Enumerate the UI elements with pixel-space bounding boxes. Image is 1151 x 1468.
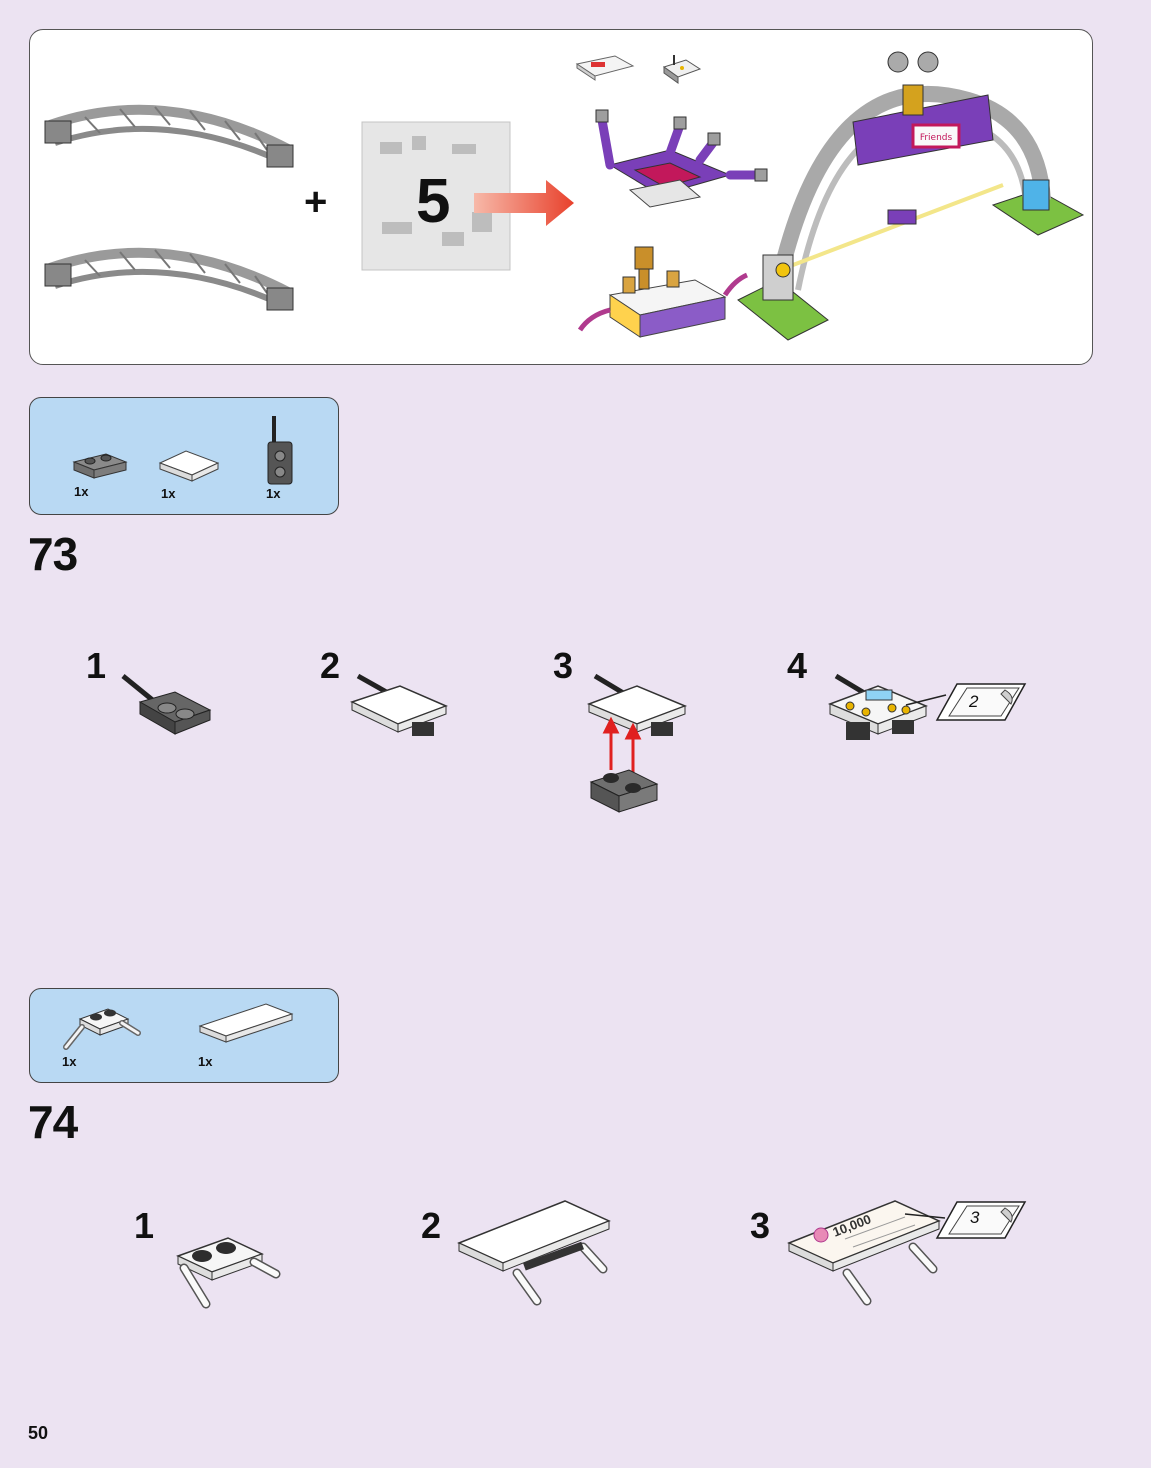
part-qty-73-3: 1x: [266, 486, 280, 501]
sticker-number-74: 3: [970, 1208, 979, 1228]
trophy-podium-model-icon: [575, 235, 750, 345]
arch-banner-text: Friends: [920, 133, 953, 143]
substep-74-3: 3: [750, 1205, 770, 1247]
step-number-73: 73: [28, 527, 77, 581]
tile-on-walkie-icon: [350, 672, 450, 744]
sticker-number-73: 2: [969, 692, 978, 712]
part-qty-74-2: 1x: [198, 1054, 212, 1069]
page-number: 50: [28, 1423, 48, 1444]
walkie-preview-icon: [660, 55, 704, 85]
walkie-on-plate-icon: [115, 672, 215, 742]
part-qty-73-1: 1x: [74, 484, 88, 499]
substep-74-2: 2: [421, 1205, 441, 1247]
plate-with-bars-icon: [62, 1003, 142, 1055]
substep-73-4: 4: [787, 645, 807, 687]
gray-plate-1x2-icon: [72, 450, 128, 480]
substep-73-3: 3: [553, 645, 573, 687]
bag-number: 5: [416, 166, 450, 237]
attach-plate-below-icon: [585, 672, 689, 820]
arch-piece-bottom-icon: [45, 238, 305, 318]
substep-73-2: 2: [320, 645, 340, 687]
arrow-right-icon: [474, 180, 574, 226]
plus-sign: +: [304, 180, 327, 225]
step-number-74: 74: [28, 1095, 77, 1149]
tile-on-bars-icon: [455, 1195, 615, 1310]
arch-gate-model-icon: Friends: [738, 40, 1088, 350]
white-tile-2x4-icon: [196, 1000, 294, 1046]
arch-piece-top-icon: [45, 95, 305, 175]
substep-74-1: 1: [134, 1205, 154, 1247]
radio-tile-preview-icon: [575, 52, 635, 82]
part-qty-73-2: 1x: [161, 486, 175, 501]
part-qty-74-1: 1x: [62, 1054, 76, 1069]
bar-plate-step-icon: [158, 1232, 288, 1312]
sticker-sheet-74-icon: [935, 1200, 1027, 1240]
white-tile-2x2-icon: [158, 447, 220, 485]
walkie-talkie-icon: [262, 414, 298, 486]
substep-73-1: 1: [86, 645, 106, 687]
sticker-sheet-icon: [935, 682, 1027, 722]
